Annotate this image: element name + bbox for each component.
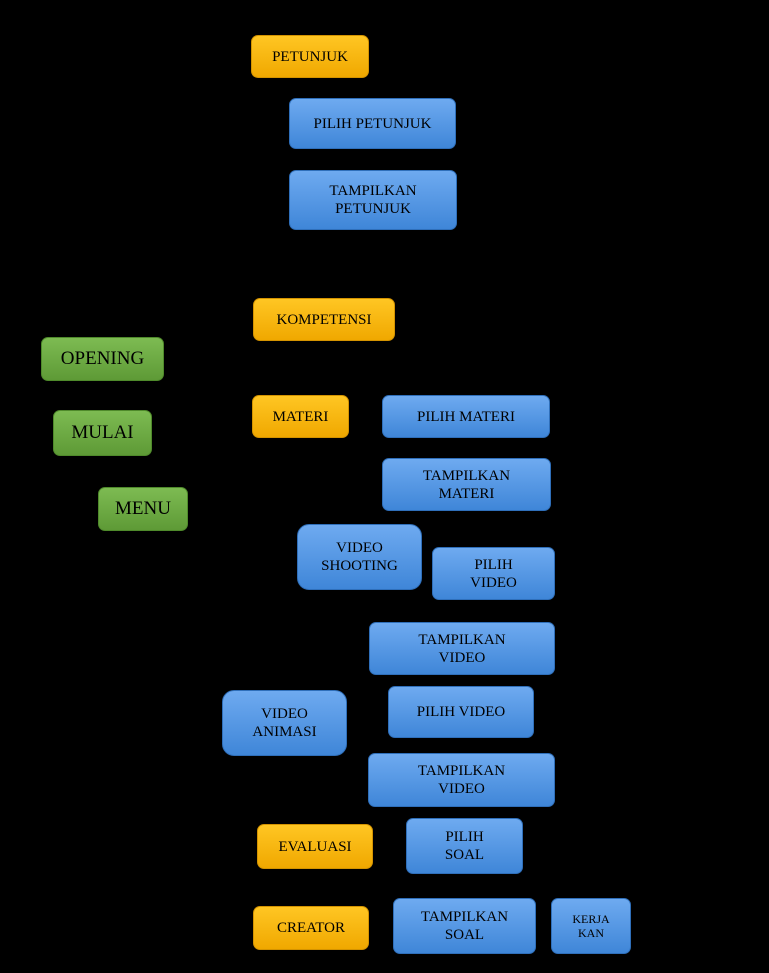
menu-label: MENU [115,497,171,519]
petunjuk-label: PETUNJUK [272,48,348,65]
tampilkan-materi-line2: MATERI [438,485,495,502]
mulai-node: MULAI [53,410,152,456]
evaluasi-node: EVALUASI [257,824,373,869]
pilih-soal-line2: SOAL [444,847,485,863]
pilih-soal-line1: PILIH [445,829,484,845]
opening-label: OPENING [60,347,145,369]
materi-label: MATERI [272,408,329,425]
tampilkan-petunjuk-line1: TAMPILKAN [329,183,417,199]
kerja-kan-line1: KERJA [572,911,610,926]
tampilkan-soal-node: TAMPILKAN SOAL [393,898,536,954]
kompetensi-label: KOMPETENSI [276,311,372,328]
tampilkan-materi-node: TAMPILKAN MATERI [382,458,551,511]
video-shooting-line2: SHOOTING [321,558,398,574]
video-animasi-line1: VIDEO [261,706,308,722]
pilih-materi-node: PILIH MATERI [382,395,550,438]
mulai-label: MULAI [71,421,134,443]
materi-node: MATERI [252,395,349,438]
kompetensi-node: KOMPETENSI [253,298,395,341]
tampilkan-petunjuk-line2: PETUNJUK [335,201,411,217]
tampilkan-video-2-line2: VIDEO [438,781,485,797]
pilih-soal-node: PILIH SOAL [406,818,523,874]
pilih-video-1-line2: VIDEO [470,574,517,591]
tampilkan-video-1-line1: TAMPILKAN [418,631,506,648]
creator-label: CREATOR [276,920,346,936]
tampilkan-soal-line2: SOAL [444,927,485,943]
pilih-video-2-label: PILIH VIDEO [416,704,506,720]
opening-node: OPENING [41,337,164,381]
pilih-video-1-node: PILIH VIDEO [432,547,555,600]
tampilkan-materi-line1: TAMPILKAN [422,467,511,484]
pilih-video-2-node: PILIH VIDEO [388,686,534,738]
evaluasi-label: EVALUASI [278,838,352,855]
menu-node: MENU [98,487,188,531]
tampilkan-petunjuk-node: TAMPILKAN PETUNJUK [289,170,457,230]
pilih-petunjuk-node: PILIH PETUNJUK [289,98,456,149]
tampilkan-video-2-line1: TAMPILKAN [417,763,506,779]
video-animasi-line2: ANIMASI [252,724,317,740]
petunjuk-node: PETUNJUK [251,35,369,78]
pilih-video-1-line1: PILIH [474,556,513,573]
video-shooting-line1: VIDEO [336,540,383,556]
creator-node: CREATOR [253,906,369,950]
tampilkan-soal-line1: TAMPILKAN [420,909,509,925]
tampilkan-video-1-line2: VIDEO [438,649,486,666]
kerja-kan-node: KERJA KAN [551,898,631,954]
tampilkan-video-2-node: TAMPILKAN VIDEO [368,753,555,807]
kerja-kan-line2: KAN [578,926,604,940]
video-animasi-node: VIDEO ANIMASI [222,690,347,756]
tampilkan-video-1-node: TAMPILKAN VIDEO [369,622,555,675]
video-shooting-node: VIDEO SHOOTING [297,524,422,590]
pilih-materi-label: PILIH MATERI [417,408,515,425]
pilih-petunjuk-label: PILIH PETUNJUK [313,115,432,132]
